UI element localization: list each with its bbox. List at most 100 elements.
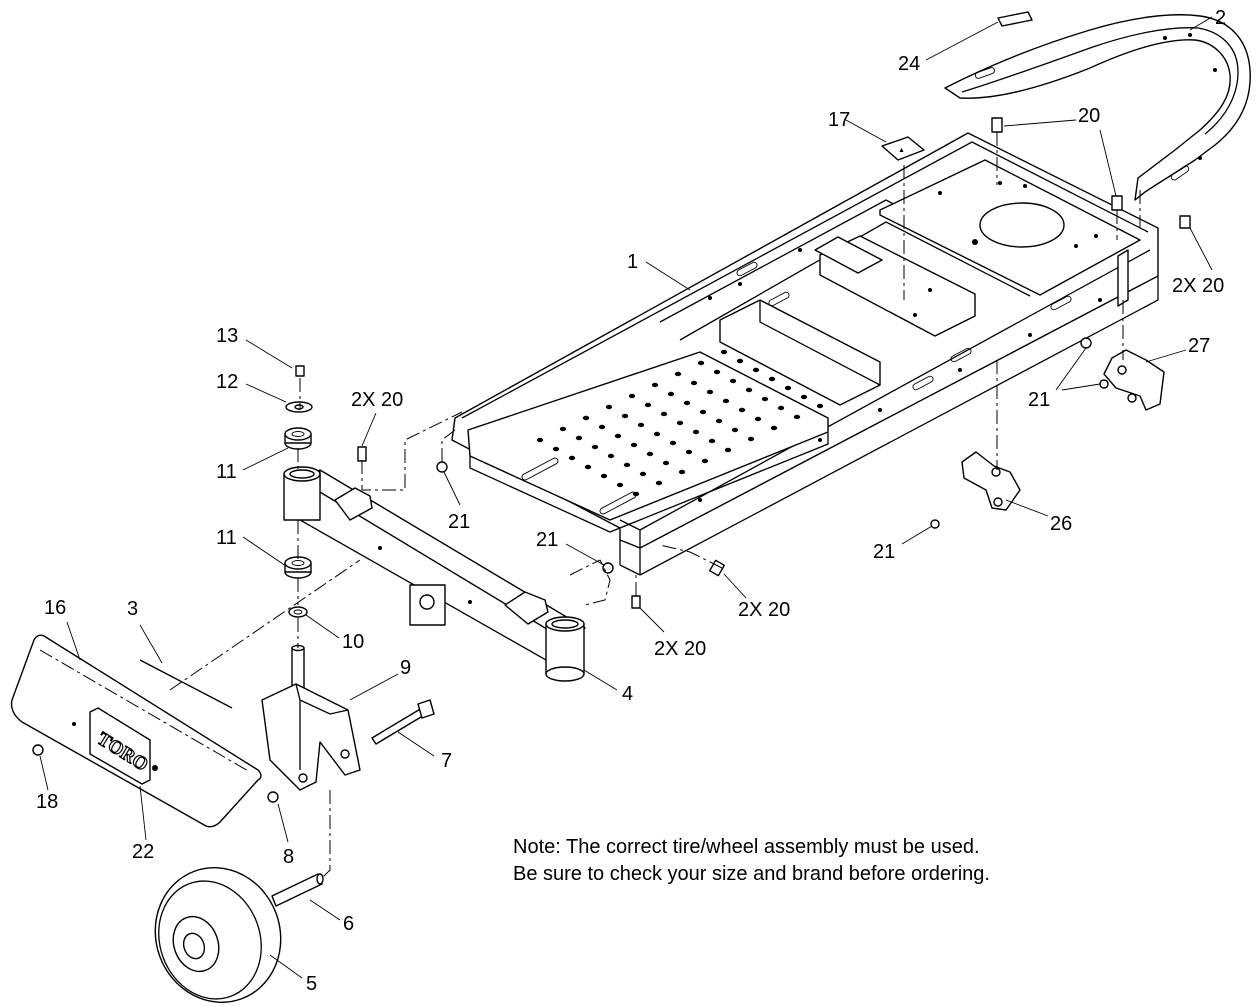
plate-hole <box>676 420 684 426</box>
plate-hole <box>692 429 700 435</box>
foot-plate-holes <box>536 349 824 497</box>
assembly-lines <box>169 132 1141 879</box>
plate-hole <box>752 367 760 373</box>
plate-hole <box>582 415 590 421</box>
plate-hole <box>568 455 576 461</box>
callout-21b: 21 <box>536 529 558 551</box>
plate-hole <box>660 411 668 417</box>
callout-8: 8 <box>283 846 294 868</box>
bracket-27 <box>1103 349 1165 411</box>
leader-lines <box>39 16 1213 979</box>
plate-hole <box>701 458 709 464</box>
plate-hole <box>678 469 686 475</box>
plate-hole <box>552 446 560 452</box>
plate-hole <box>800 394 808 400</box>
callout-13: 13 <box>216 325 238 347</box>
callout-24: 24 <box>898 53 920 75</box>
svg-text:▲: ▲ <box>898 147 905 154</box>
plate-hole <box>575 435 583 441</box>
callout-18: 18 <box>36 791 58 813</box>
callout-22: 22 <box>132 841 154 863</box>
plate-hole <box>621 413 629 419</box>
plate-hole <box>591 444 599 450</box>
plate-hole <box>600 473 608 479</box>
note-line-1: Note: The correct tire/wheel assembly mu… <box>513 836 980 858</box>
callout-16: 16 <box>44 597 66 619</box>
callout-1: 1 <box>627 251 638 273</box>
plate-hole <box>607 453 615 459</box>
plate-hole <box>669 440 677 446</box>
axle-bolt <box>371 699 435 745</box>
plate-hole <box>637 422 645 428</box>
plate-hole <box>644 402 652 408</box>
plate-hole <box>747 436 755 442</box>
plate-hole <box>731 427 739 433</box>
caster-wheel <box>154 866 282 1004</box>
callout-12: 12 <box>216 371 238 393</box>
front-shield: TORO <box>10 634 262 828</box>
callout-20d: 2X 20 <box>738 599 790 621</box>
callout-7: 7 <box>441 750 452 772</box>
callout-26: 26 <box>1050 513 1072 535</box>
plate-hole <box>784 385 792 391</box>
plate-hole <box>697 360 705 366</box>
callout-20b: 2X 20 <box>1172 275 1224 297</box>
ordering-note: Note: The correct tire/wheel assembly mu… <box>513 834 990 888</box>
callout-4: 4 <box>622 683 633 705</box>
plate-hole <box>614 433 622 439</box>
callout-20c: 2X 20 <box>351 389 403 411</box>
callout-10: 10 <box>342 631 364 653</box>
plate-hole <box>706 389 714 395</box>
plate-hole <box>651 382 659 388</box>
plate-hole <box>628 393 636 399</box>
callout-21c: 21 <box>873 541 895 563</box>
callout-21d: 21 <box>1028 389 1050 411</box>
callout-3: 3 <box>127 598 138 620</box>
decal-24 <box>997 11 1033 27</box>
plate-hole <box>646 451 654 457</box>
plate-hole <box>736 358 744 364</box>
plate-hole <box>584 464 592 470</box>
plate-hole <box>720 349 728 355</box>
callout-5: 5 <box>306 973 317 995</box>
callout-11a: 11 <box>216 461 237 483</box>
plate-hole <box>630 442 638 448</box>
handle-bar <box>944 14 1251 201</box>
plate-hole <box>662 460 670 466</box>
callout-20e: 2X 20 <box>654 638 706 660</box>
plate-hole <box>761 396 769 402</box>
plate-hole <box>745 387 753 393</box>
callout-21a: 21 <box>448 511 470 533</box>
front-axle-tube <box>283 466 586 682</box>
callout-11b: 11 <box>216 527 237 549</box>
decal-17 <box>881 136 925 161</box>
callout-2: 2 <box>1215 7 1226 29</box>
callout-17: 17 <box>828 109 850 131</box>
plate-hole <box>653 431 661 437</box>
plate-hole <box>598 424 606 430</box>
plate-hole <box>685 449 693 455</box>
plate-hole <box>777 405 785 411</box>
plate-hole <box>616 482 624 488</box>
callout-20a: 20 <box>1078 105 1100 127</box>
plate-hole <box>708 438 716 444</box>
plate-hole <box>632 491 640 497</box>
plate-hole <box>816 403 824 409</box>
plate-hole <box>605 404 613 410</box>
plate-hole <box>536 437 544 443</box>
callout-27: 27 <box>1188 335 1210 357</box>
spacer-tube <box>271 873 324 907</box>
callout-labels: 1 2 3 4 5 6 7 8 9 10 11 11 12 13 16 17 1… <box>36 7 1226 995</box>
plate-hole <box>722 398 730 404</box>
plate-hole <box>674 371 682 377</box>
bracket-26 <box>961 451 1021 511</box>
caster-fork <box>261 644 361 791</box>
plate-hole <box>699 409 707 415</box>
plate-hole <box>639 471 647 477</box>
plate-hole <box>729 378 737 384</box>
plate-hole <box>559 426 567 432</box>
plate-hole <box>667 391 675 397</box>
plate-hole <box>715 418 723 424</box>
